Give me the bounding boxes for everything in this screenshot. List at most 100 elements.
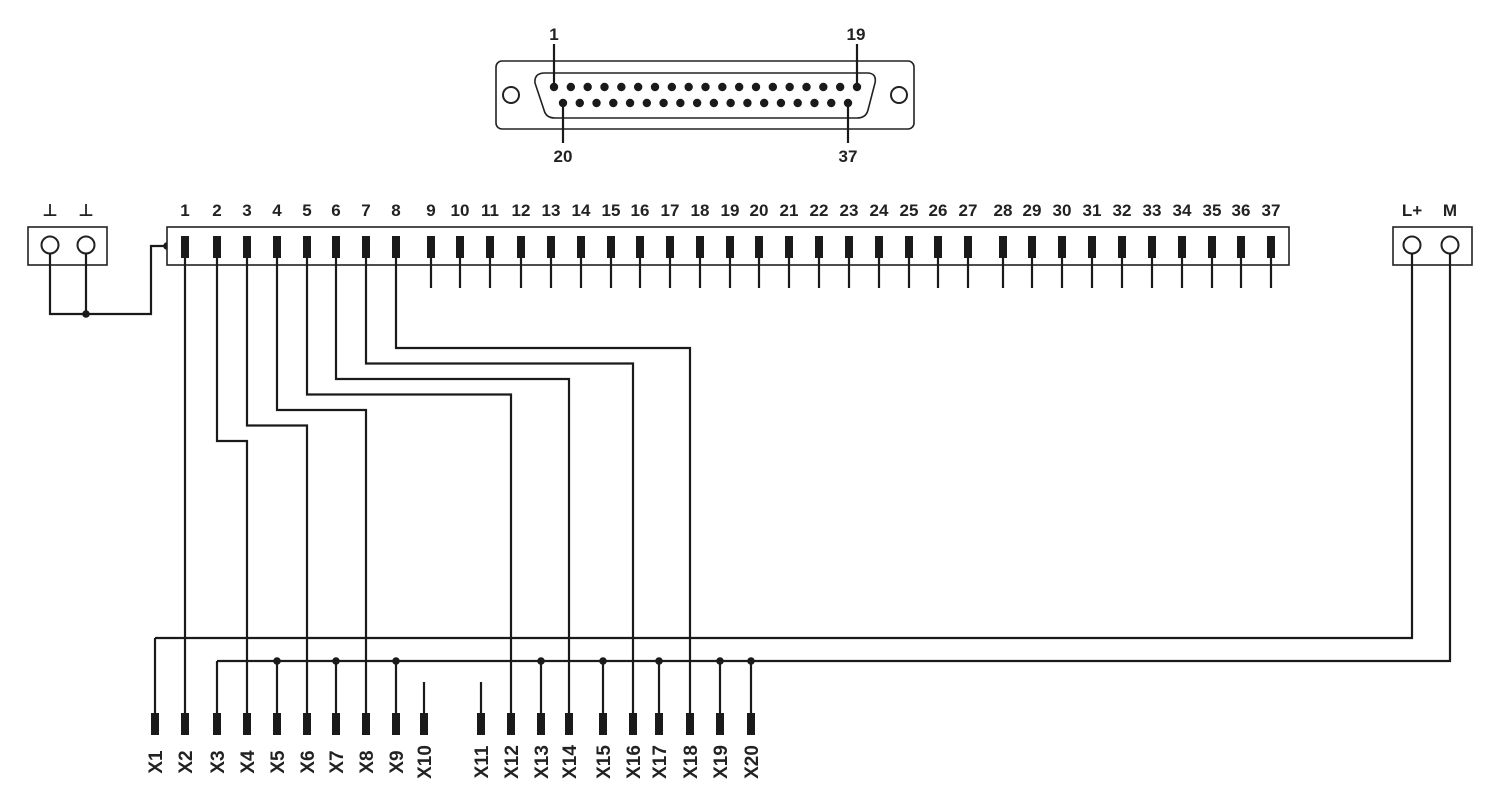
connector-pin-label-35: 35 — [1203, 201, 1222, 220]
connector-pin-6 — [332, 236, 340, 258]
m-junction — [332, 657, 340, 665]
ground-symbol-2: ⊥ — [78, 201, 94, 220]
connector-pin-2 — [213, 236, 221, 258]
connector-pin-label-17: 17 — [661, 201, 680, 220]
connector-pin-34 — [1178, 236, 1186, 258]
connector-pin-label-24: 24 — [870, 201, 889, 220]
wire-pin-6-to-X14 — [334, 258, 571, 713]
connector-hole — [642, 98, 652, 108]
connector-hole — [776, 98, 786, 108]
output-terminal-label-X5: X5 — [268, 750, 289, 774]
connector-hole — [743, 98, 752, 108]
connector-pin-label-6: 6 — [331, 201, 340, 220]
connector-pin-label-30: 30 — [1053, 201, 1072, 220]
connector-pin-20 — [755, 236, 763, 258]
wire-pin-5-to-X12 — [305, 258, 513, 713]
connector-hole — [759, 98, 769, 108]
connector-pin-21 — [785, 236, 793, 258]
connector-pin-16 — [636, 236, 644, 258]
connector-pin-label-26: 26 — [929, 201, 948, 220]
connector-hole — [709, 98, 719, 108]
output-terminal-label-X4: X4 — [238, 750, 259, 774]
connector-pin-4 — [273, 236, 281, 258]
connector-pin-label-32: 32 — [1113, 201, 1132, 220]
connector-pin-5 — [303, 236, 311, 258]
m-junction — [273, 657, 281, 665]
connector-hole — [609, 98, 618, 108]
output-terminal-X11 — [477, 713, 485, 735]
connector-hole — [650, 82, 660, 92]
connector-pin-31 — [1088, 236, 1096, 258]
connector-pin-label-31: 31 — [1083, 201, 1102, 220]
connector-pin-label-3: 3 — [242, 201, 251, 220]
ground-symbol-1: ⊥ — [42, 201, 58, 220]
connector-pin-label-37: 37 — [1262, 201, 1281, 220]
connector-pin-14 — [577, 236, 585, 258]
output-terminal-X6 — [303, 713, 311, 735]
connector-pin-label-29: 29 — [1023, 201, 1042, 220]
connector-pin-18 — [696, 236, 704, 258]
output-terminal-X14 — [565, 713, 573, 735]
connector-hole — [617, 82, 626, 92]
wire-pin-2-to-X4 — [215, 258, 249, 713]
connector-hole — [566, 82, 576, 92]
connector-hole — [785, 82, 794, 92]
connector-pin-label-34: 34 — [1173, 201, 1192, 220]
connector-pin-label-7: 7 — [361, 201, 370, 220]
m-junction — [655, 657, 663, 665]
connector-pin-label-15: 15 — [602, 201, 621, 220]
connector-pin-12 — [517, 236, 525, 258]
wire-pin-4-to-X8 — [275, 258, 368, 713]
connector-pin-35 — [1208, 236, 1216, 258]
power-terminal-block: L+ M — [1392, 201, 1473, 266]
m-junction — [392, 657, 400, 665]
output-terminal-X15 — [599, 713, 607, 735]
connector-pin-label-18: 18 — [691, 201, 710, 220]
connector-pin-label-14: 14 — [572, 201, 591, 220]
connector-hole — [667, 82, 677, 92]
m-junction — [599, 657, 607, 665]
output-terminal-X16 — [629, 713, 637, 735]
connector-pin-label-9: 9 — [426, 201, 435, 220]
output-terminal-label-X14: X14 — [560, 745, 581, 779]
output-terminal-label-X19: X19 — [711, 745, 732, 779]
output-terminal-X8 — [362, 713, 370, 735]
connector-pin-28 — [999, 236, 1007, 258]
connector-pin-30 — [1058, 236, 1066, 258]
ground-junction — [82, 310, 90, 318]
m-rail — [217, 253, 1452, 663]
connector-pin-label-23: 23 — [840, 201, 859, 220]
connector-hole — [600, 82, 609, 92]
connector-pin-label-4: 4 — [272, 201, 282, 220]
connector-pin-33 — [1148, 236, 1156, 258]
connector-hole — [835, 82, 845, 92]
m-junction — [537, 657, 545, 665]
connector-pin-11 — [486, 236, 494, 258]
connector-pin-label-1: 1 — [180, 201, 189, 220]
output-terminal-label-X18: X18 — [681, 745, 702, 779]
ground-wire — [48, 244, 167, 316]
connector-hole — [734, 82, 744, 92]
connector-pin-1 — [181, 236, 189, 258]
connector-hole — [802, 82, 811, 92]
mounting-hole-left — [502, 86, 520, 104]
terminal-m — [1440, 235, 1460, 255]
connector-pin-label-27: 27 — [959, 201, 978, 220]
connector-hole — [692, 98, 702, 108]
output-terminal-X7 — [332, 713, 340, 735]
m-junction — [716, 657, 724, 665]
output-terminal-X10 — [420, 713, 428, 735]
output-terminal-label-X10: X10 — [415, 745, 436, 779]
connector-pin-37 — [1267, 236, 1275, 258]
output-terminal-X17 — [655, 713, 663, 735]
connector-pin-19 — [726, 236, 734, 258]
connector-pin-26 — [934, 236, 942, 258]
pin-label-1: 1 — [549, 25, 558, 44]
connector-pin-3 — [243, 236, 251, 258]
output-terminal-label-X2: X2 — [176, 750, 197, 773]
ground-terminal-block: ⊥ ⊥ — [27, 201, 171, 318]
terminal-lplus — [1402, 235, 1422, 255]
